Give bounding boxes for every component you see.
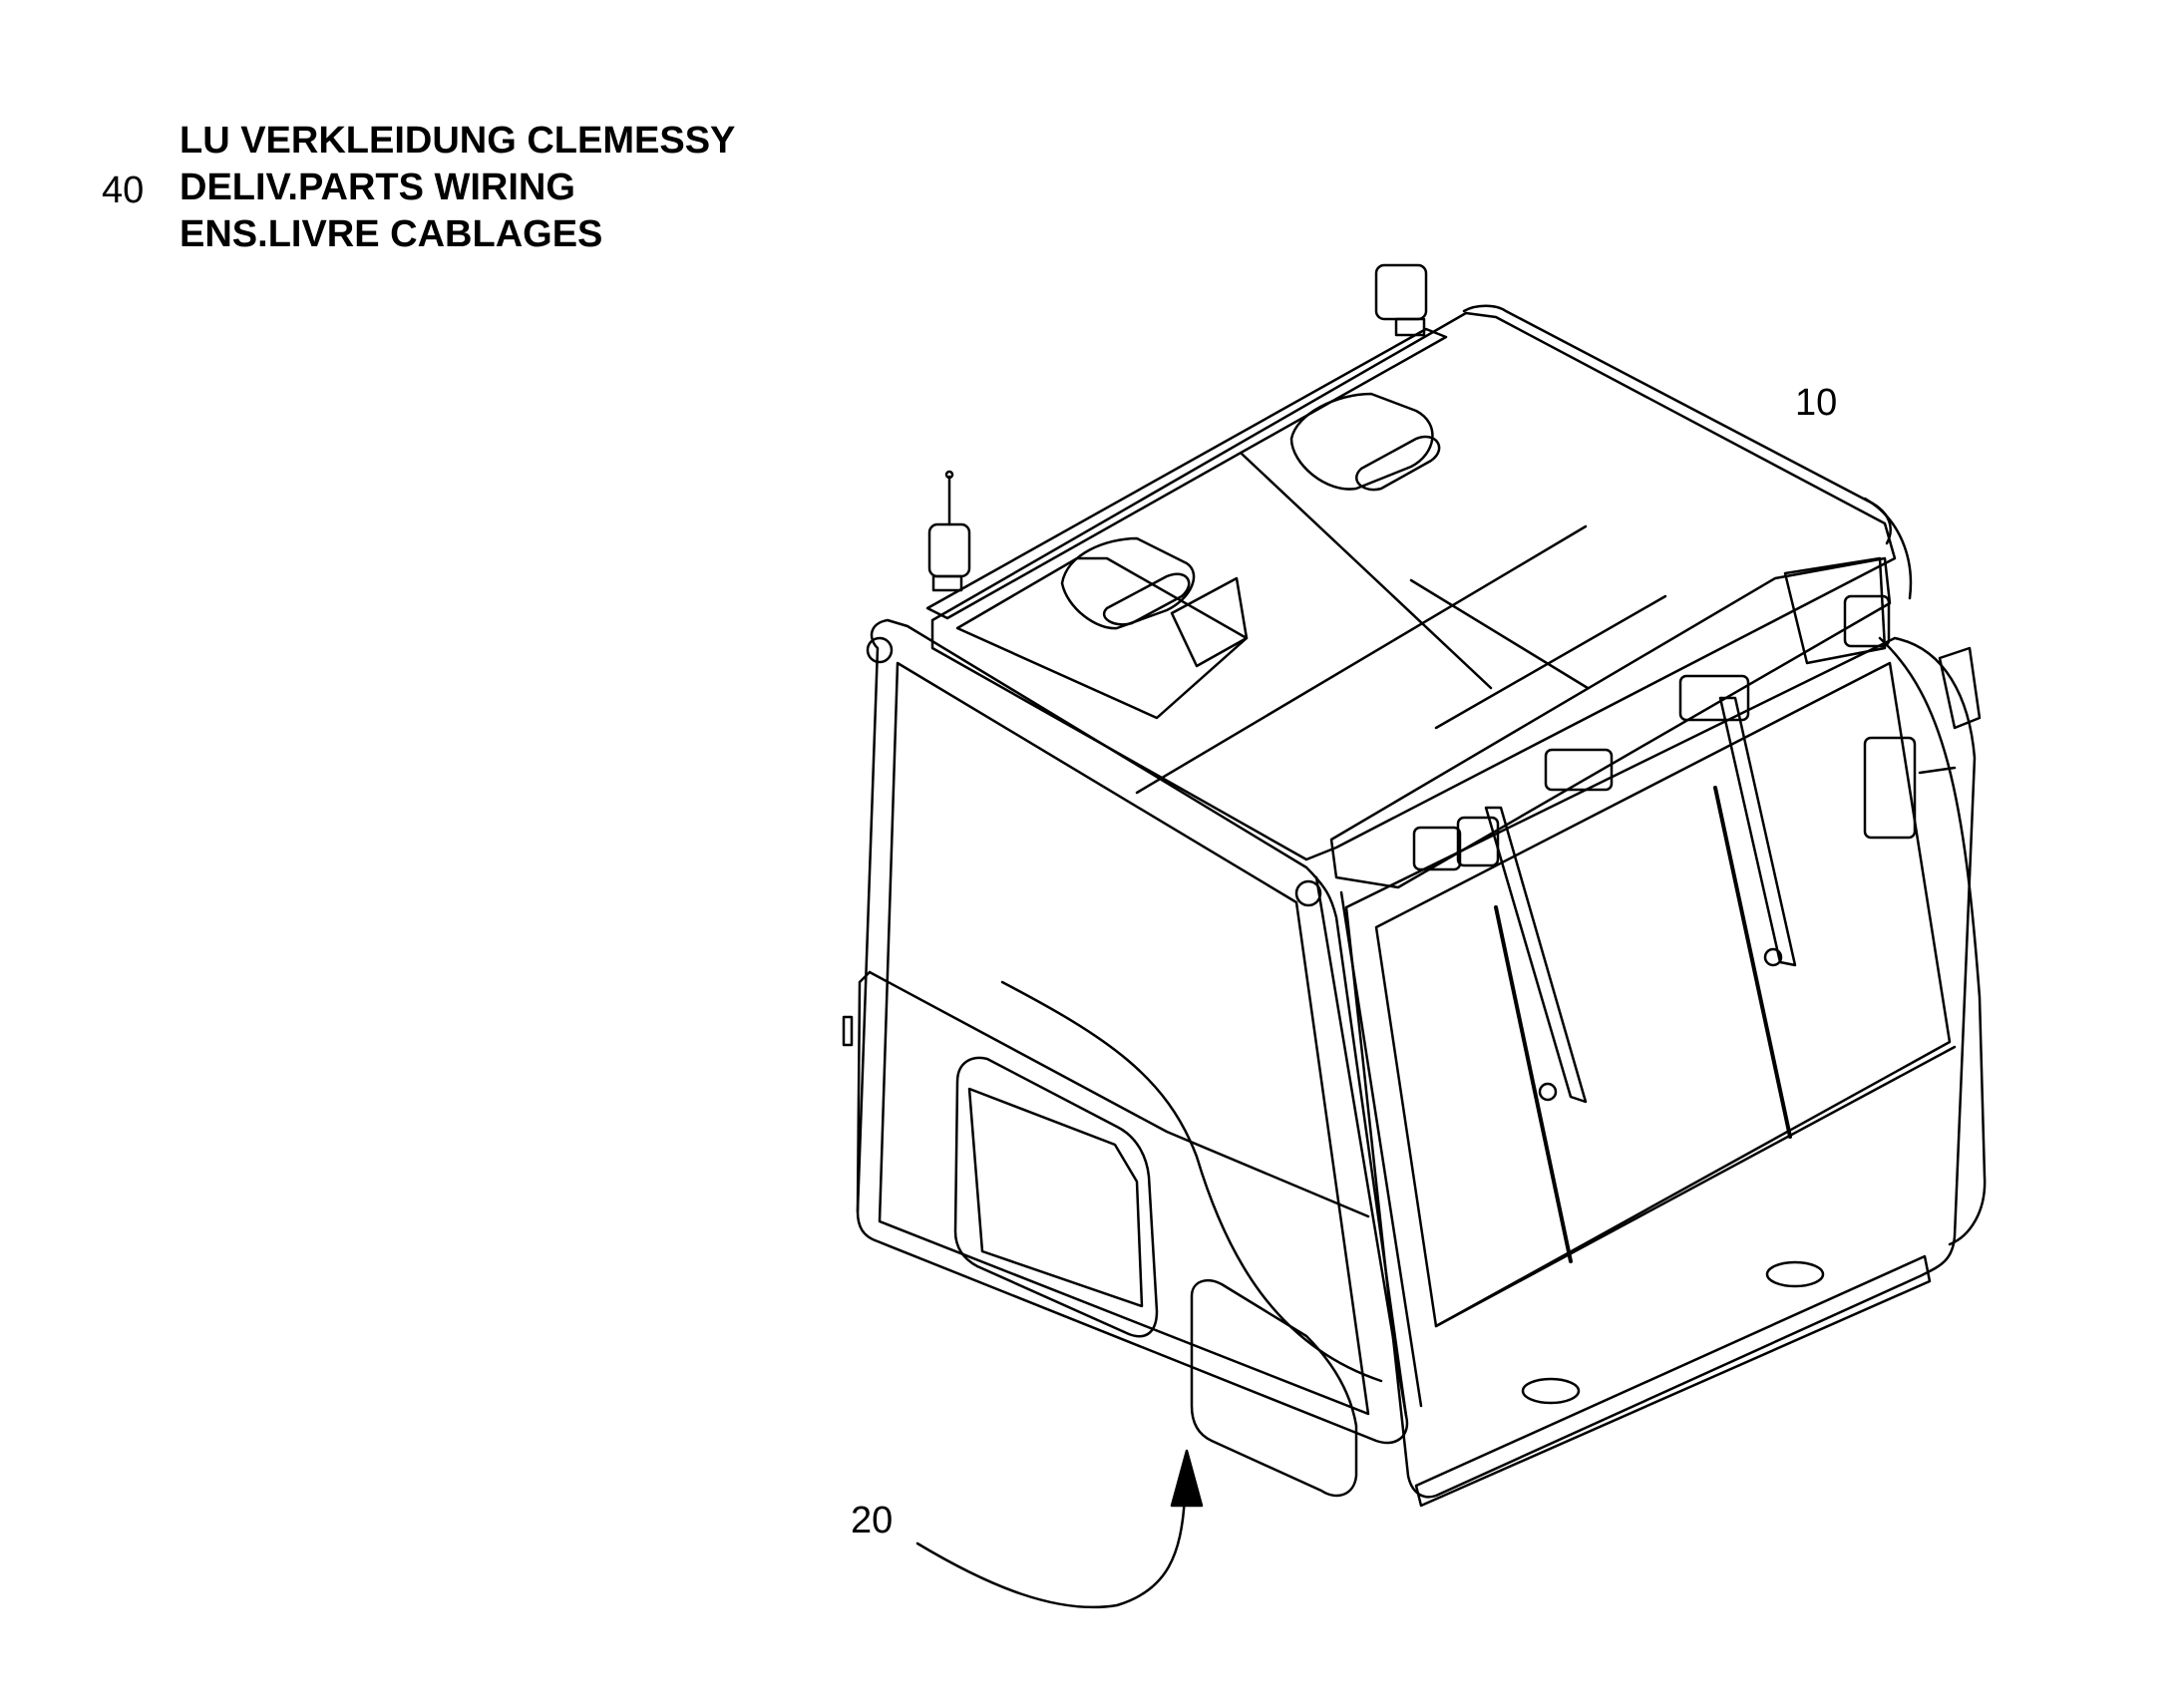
rear-rim-arc [1863,497,1913,600]
roof-assembly [925,263,1913,889]
front-light-box [1783,556,1887,665]
rear-latch [842,1015,854,1047]
cab-left-seam [868,970,1370,1218]
cab-window-rear [953,1056,1159,1338]
callout-20-arrow [915,1449,1204,1609]
cab-front-window [1344,636,1977,1499]
cab-handle-right [1863,646,1982,840]
cab-front-divider [1434,1045,1957,1328]
bolt-front-top [1294,879,1322,907]
roof-seam-3 [1409,578,1590,690]
cab-left-side [856,618,1409,1445]
roof-mast [1170,576,1249,668]
cab-door-window [1190,1279,1358,1498]
cab-door-curve [1000,980,1383,1383]
legend-line-french: ENS.LIVRE CABLAGES [180,213,603,255]
cab-front-upper-glass [1374,661,1952,1328]
roof-hatch-rear [1289,392,1441,492]
roof-outline [930,311,1897,861]
wiper-right [1713,696,1797,1139]
roof-seam-1 [1135,524,1588,795]
roof-seam-2 [1240,452,1493,690]
front-lamps [1412,594,1891,871]
roof-light-rail [925,327,1448,620]
roof-light-rear [1374,263,1428,337]
legend-line-german: LU VERKLEIDUNG CLEMESSY [180,120,736,162]
wiper-left [1484,806,1588,1263]
mount-point-right [1765,1260,1825,1288]
roof-rear-rim [1462,304,1892,545]
legend-line-english: DELIV.PARTS WIRING [180,167,575,208]
roof-seam-4 [1434,594,1667,730]
legend-item-text: LU VERKLEIDUNG CLEMESSY DELIV.PARTS WIRI… [180,118,735,258]
mount-point-left [1521,1377,1581,1405]
cab-body [842,618,1987,1508]
cab-left-inner [878,661,1370,1416]
roof-light-left [927,470,971,592]
cab-bottom-frame [1414,1254,1932,1508]
roof-hatch-front [1060,536,1196,630]
cab-rear-edge [856,970,872,1213]
bolt-rear-top [866,636,894,664]
legend-item-number: 40 [102,170,145,211]
callout-20-label: 20 [851,1500,894,1541]
cab-right-pillar [1878,636,1987,1246]
callout-10-label: 10 [1795,382,1838,424]
cab-window-rear-inner [967,1087,1144,1308]
